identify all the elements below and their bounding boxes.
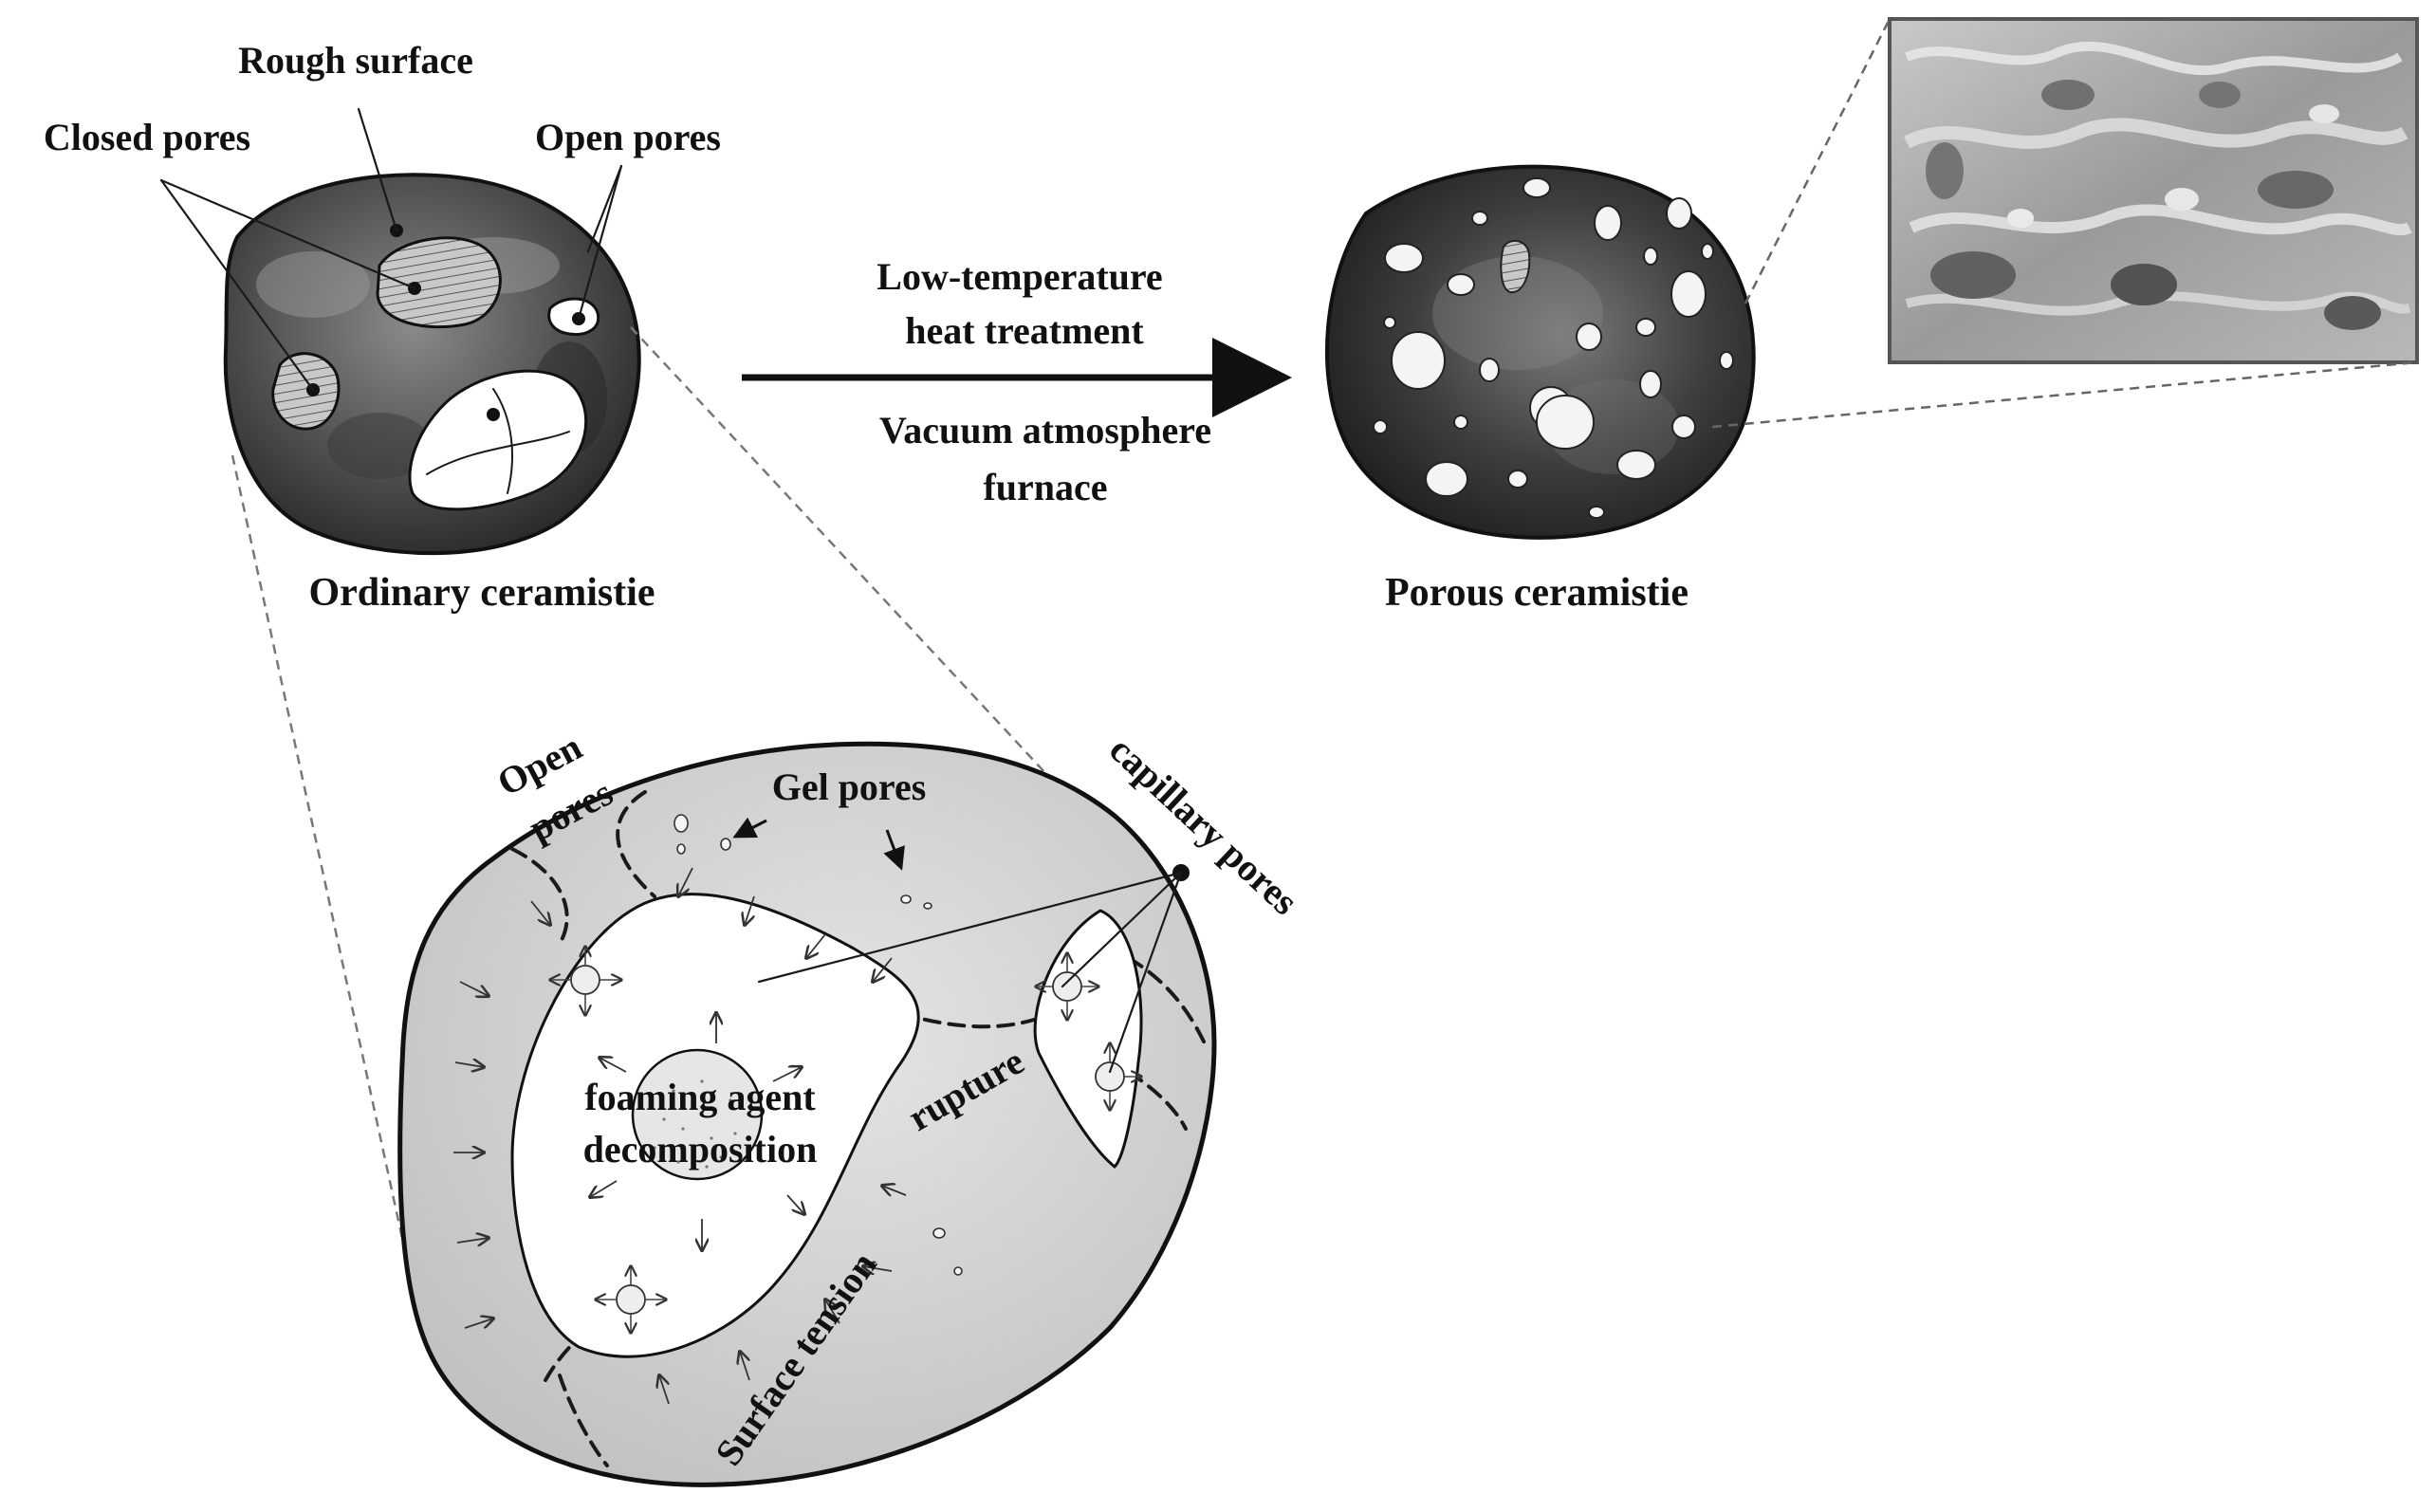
ordinary-leaders — [159, 107, 623, 392]
label-process-line2: heat treatment — [905, 309, 1144, 352]
label-foaming-1: foaming agent — [584, 1076, 816, 1118]
open-pore-large — [408, 369, 588, 511]
label-open-pores-top: Open pores — [535, 116, 721, 158]
porous-ceramsite — [1324, 164, 1756, 540]
cross-section — [397, 741, 1217, 1487]
label-process-line3: Vacuum atmosphere — [879, 409, 1211, 452]
closed-pore-large — [376, 236, 502, 329]
gas-bubbles — [570, 965, 1125, 1315]
label-foaming-2: decomposition — [583, 1128, 818, 1171]
label-porous-ceramsite: Porous ceramistie — [1385, 571, 1689, 615]
label-ordinary-ceramsite: Ordinary ceramistie — [308, 571, 655, 615]
tension-arrows — [453, 867, 907, 1405]
label-process-line4: furnace — [983, 466, 1107, 508]
label-process-line1: Low-temperature — [877, 255, 1162, 298]
sem-inset — [1888, 17, 2419, 364]
foaming-arrows — [590, 1013, 804, 1250]
ordinary-ceramsite — [223, 173, 641, 556]
sem-connectors — [1711, 18, 2418, 429]
bubble-rays — [550, 947, 1141, 1333]
foaming-agent-particle — [631, 1048, 764, 1181]
gel-pore-dots — [674, 814, 963, 1276]
label-closed-pores: Closed pores — [44, 116, 250, 158]
capillary-leaders — [757, 864, 1190, 1074]
section-connectors — [231, 326, 1073, 1244]
label-rough-surface: Rough surface — [238, 39, 473, 82]
label-gel-pores: Gel pores — [772, 765, 927, 808]
porous-pores — [1373, 177, 1734, 519]
closed-pore-small — [271, 352, 341, 431]
gel-pore-arrows — [732, 817, 905, 871]
